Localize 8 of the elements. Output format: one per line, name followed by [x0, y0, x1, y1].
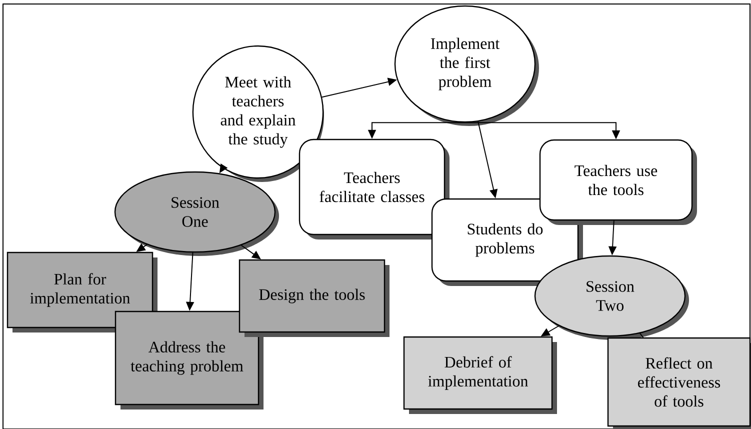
task-box: Plan for implementation: [6, 252, 158, 332]
task-box: Design the tools: [238, 259, 390, 337]
process-box: Teachers facilitate classes: [298, 138, 450, 240]
arrow: [240, 244, 261, 260]
task-box: Debrief of implementation: [403, 336, 557, 414]
process-box: Teachers use the tools: [539, 139, 697, 225]
task-box: Address the teaching problem: [114, 310, 264, 410]
task-box: Reflect on effectiveness of tools: [607, 337, 751, 429]
